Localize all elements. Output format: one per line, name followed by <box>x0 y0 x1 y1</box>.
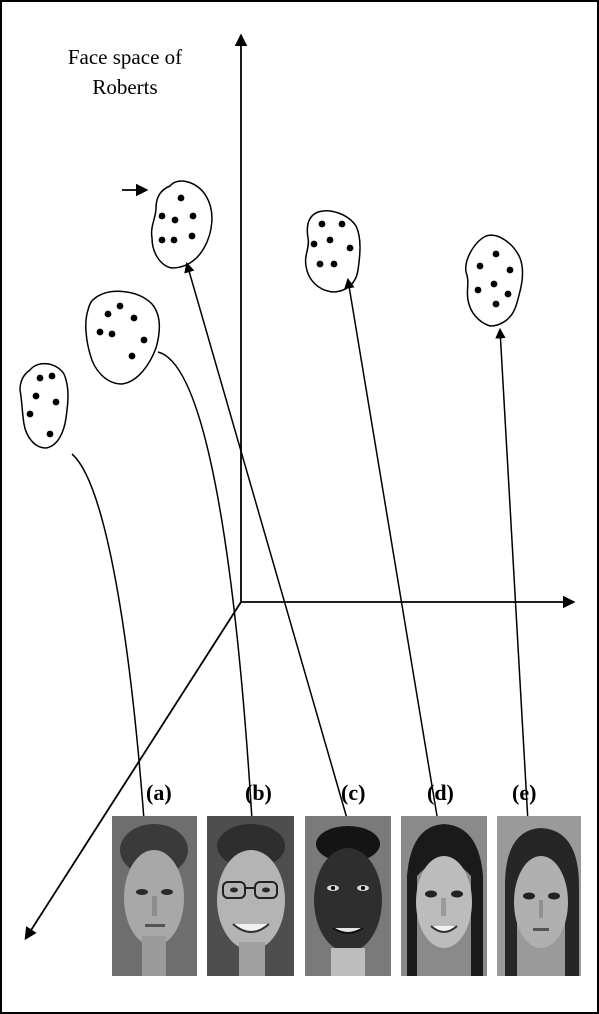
face-photo-b <box>207 816 294 976</box>
label-d: (d) <box>427 780 454 805</box>
arrow-d <box>344 277 439 823</box>
cluster-blob-b <box>85 290 160 385</box>
cluster-dots-d <box>310 220 354 268</box>
arrow-e <box>495 327 529 823</box>
cluster-blob-a <box>19 362 69 449</box>
title-line-2: Roberts <box>92 75 158 99</box>
connector-a <box>71 453 145 821</box>
face-photo-c <box>305 816 391 976</box>
label-c: (c) <box>341 780 366 805</box>
arrow-c <box>184 261 349 823</box>
cluster-dots-e <box>474 250 514 308</box>
cluster-dots-c <box>158 194 197 244</box>
title-line-1: Face space of <box>67 45 183 69</box>
face-photo-a <box>112 816 197 976</box>
connector-b <box>157 351 253 821</box>
cluster-blob-d <box>304 210 361 293</box>
cluster-blob-c <box>150 180 213 269</box>
face-photo-e <box>497 816 581 976</box>
cluster-dots-b <box>96 302 148 360</box>
cluster-blob-e <box>465 234 524 327</box>
axis-depth <box>24 601 242 941</box>
label-e: (e) <box>512 780 537 805</box>
face-space-title: Face space of Roberts <box>30 42 220 102</box>
face-photo-d <box>401 816 487 976</box>
cluster-dots-a <box>26 372 60 438</box>
label-b: (b) <box>245 780 272 805</box>
label-a: (a) <box>146 780 172 805</box>
